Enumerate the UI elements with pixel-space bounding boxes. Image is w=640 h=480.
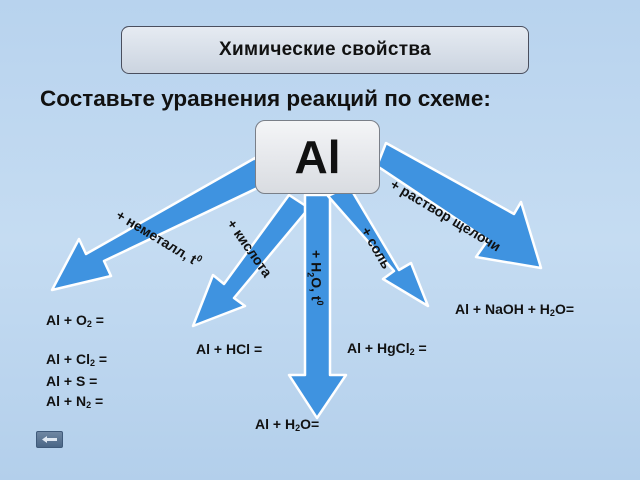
equation-al-naoh: Al + NaOH + H2O=: [455, 301, 575, 318]
page-title: Химические свойства: [219, 39, 431, 60]
title-box: Химические свойства: [121, 26, 529, 74]
element-symbol: Al: [294, 131, 341, 183]
equation-al-hgcl2: Al + HgCl2 =: [347, 340, 427, 357]
arrow-salt: [326, 184, 430, 308]
equation-al-o2: Al + O2 =: [46, 312, 104, 329]
arrow-nonmetal: [50, 156, 270, 292]
equation-al-s: Al + S =: [46, 373, 98, 389]
aluminium-element-box: Al: [255, 120, 380, 194]
label-water: + H2O, t0: [305, 250, 325, 306]
arrow-acid: [191, 193, 311, 328]
back-arrow-icon: [42, 436, 57, 443]
arrow-alkali: [375, 141, 543, 270]
back-nav-button[interactable]: [36, 431, 63, 448]
equation-al-cl2: Al + Cl2 =: [46, 351, 108, 368]
equation-al-n2: Al + N2 =: [46, 393, 104, 410]
equation-al-hcl: Al + HCl =: [196, 341, 263, 357]
task-instruction: Составьте уравнения реакций по схеме:: [40, 86, 491, 111]
equation-al-h2o: Al + H2O=: [255, 416, 320, 433]
arrow-water: [287, 193, 348, 420]
